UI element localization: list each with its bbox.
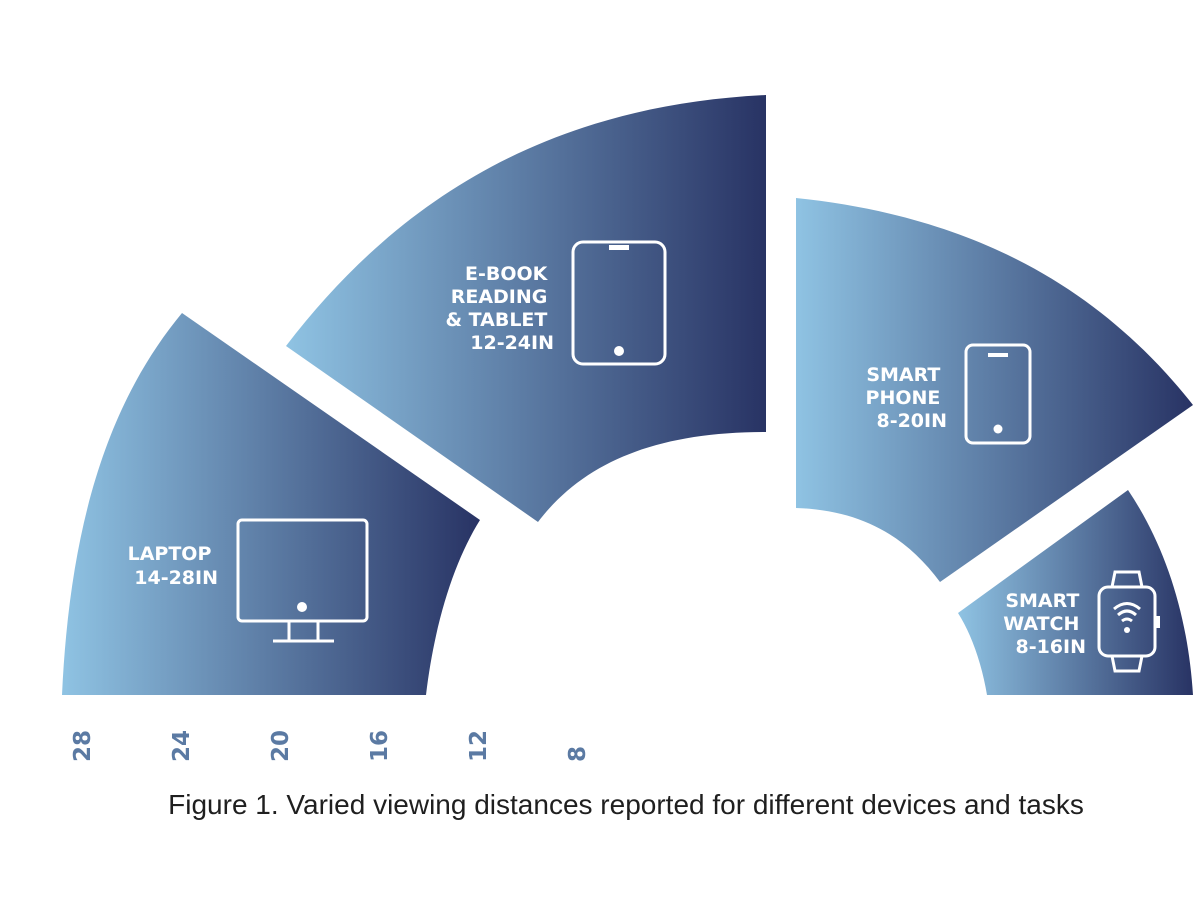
segment-ebook-line-3: & TABLET (445, 309, 547, 331)
segment-ebook: E-BOOK READING & TABLET 12-24IN (286, 95, 766, 522)
axis-tick-20: 20 (268, 730, 294, 762)
monitor-icon (236, 518, 369, 643)
segment-watch: SMART WATCH 8-16IN (958, 490, 1193, 695)
figure-caption: Figure 1. Varied viewing distances repor… (168, 789, 1084, 820)
segment-phone-band (796, 198, 1193, 582)
segment-ebook-line-4: 12-24IN (470, 332, 554, 354)
axis-tick-28: 28 (70, 730, 96, 762)
segment-phone-label: SMART PHONE 8-20IN (866, 364, 947, 432)
distance-axis: 28 24 20 16 12 8 (70, 730, 591, 762)
segment-laptop-label: LAPTOP 14-28IN (128, 543, 218, 589)
axis-tick-16: 16 (367, 730, 393, 762)
segment-laptop: LAPTOP 14-28IN (62, 313, 480, 695)
axis-tick-8: 8 (565, 746, 591, 762)
segment-ebook-line-1: E-BOOK (465, 263, 549, 285)
segment-watch-line-3: 8-16IN (1015, 636, 1086, 658)
segment-ebook-line-2: READING (451, 286, 548, 308)
segment-ebook-label: E-BOOK READING & TABLET 12-24IN (445, 263, 554, 354)
segment-laptop-line-2: 14-28IN (134, 567, 218, 589)
segment-phone-line-3: 8-20IN (876, 410, 947, 432)
segment-laptop-line-1: LAPTOP (128, 543, 212, 565)
segment-watch-line-2: WATCH (1003, 613, 1079, 635)
axis-tick-12: 12 (466, 730, 492, 762)
segment-watch-band (958, 490, 1193, 695)
smartphone-icon (964, 343, 1032, 445)
segment-phone-line-1: SMART (866, 364, 940, 386)
axis-tick-24: 24 (169, 730, 195, 762)
segment-laptop-band (62, 313, 480, 695)
smartwatch-icon (1097, 570, 1160, 673)
tablet-icon (571, 240, 667, 366)
segment-watch-label: SMART WATCH 8-16IN (1003, 590, 1086, 658)
segment-ebook-band (286, 95, 766, 522)
segment-phone-line-2: PHONE (866, 387, 941, 409)
segment-phone: SMART PHONE 8-20IN (796, 198, 1193, 582)
segment-watch-line-1: SMART (1005, 590, 1079, 612)
